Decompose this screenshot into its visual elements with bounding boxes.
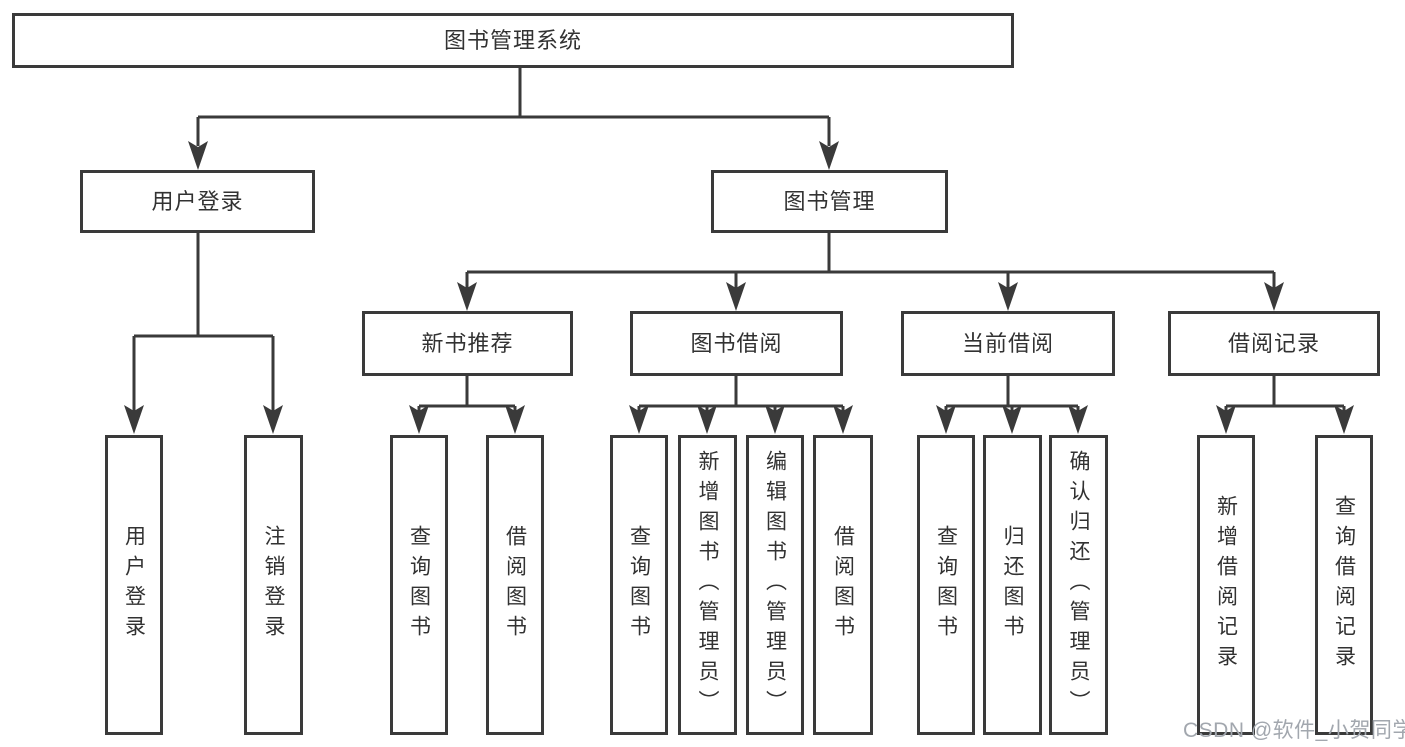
node-label: 查询图书 (934, 525, 958, 645)
node-current-borrow: 当前借阅 (901, 311, 1115, 376)
node-label: 查询图书 (627, 525, 651, 645)
node-label: 查询图书 (407, 525, 431, 645)
node-label: 借阅记录 (1227, 330, 1320, 356)
node-book-management: 图书管理 (711, 170, 948, 233)
leaf-query-borrow-record: 查询借阅记录 (1315, 435, 1373, 735)
leaf-add-borrow-record: 新增借阅记录 (1197, 435, 1255, 735)
leaf-borrow-book-recommend: 借阅图书 (486, 435, 544, 735)
leaf-logout-login: 注销登录 (244, 435, 303, 735)
arrowheads (124, 141, 1354, 434)
leaf-query-book-current: 查询图书 (917, 435, 975, 735)
node-label: 图书管理系统 (443, 27, 582, 53)
node-label: 图书管理 (783, 188, 876, 214)
node-label: 查询借阅记录 (1332, 495, 1356, 675)
leaf-user-login: 用户登录 (105, 435, 163, 735)
node-label: 借阅图书 (503, 525, 527, 645)
node-new-book-recommend: 新书推荐 (362, 311, 573, 376)
node-label: 编辑图书（管理员） (763, 450, 787, 720)
leaf-add-book-admin: 新增图书（管理员） (678, 435, 737, 735)
node-library-management-system: 图书管理系统 (12, 13, 1014, 68)
leaf-edit-book-admin: 编辑图书（管理员） (746, 435, 804, 735)
node-user-login: 用户登录 (80, 170, 315, 233)
node-label: 新书推荐 (421, 330, 514, 356)
node-label: 新增图书（管理员） (696, 450, 719, 720)
node-label: 确认归还（管理员） (1067, 450, 1090, 720)
leaf-query-book-recommend: 查询图书 (390, 435, 448, 735)
node-book-borrow: 图书借阅 (630, 311, 843, 376)
leaf-return-book: 归还图书 (983, 435, 1042, 735)
csdn-watermark: CSDN @软件_小贺同学 (1183, 719, 1405, 742)
leaf-borrow-book: 借阅图书 (813, 435, 873, 735)
node-label: 新增借阅记录 (1214, 495, 1238, 675)
node-label: 用户登录 (122, 525, 146, 645)
node-borrow-records: 借阅记录 (1168, 311, 1380, 376)
leaf-confirm-return-admin: 确认归还（管理员） (1049, 435, 1108, 735)
leaf-query-book-borrow: 查询图书 (610, 435, 668, 735)
node-label: 当前借阅 (961, 330, 1054, 356)
node-label: 注销登录 (262, 525, 285, 645)
node-label: 借阅图书 (831, 525, 855, 645)
node-label: 归还图书 (1001, 525, 1024, 645)
node-label: 用户登录 (151, 188, 244, 214)
node-label: 图书借阅 (690, 330, 783, 356)
